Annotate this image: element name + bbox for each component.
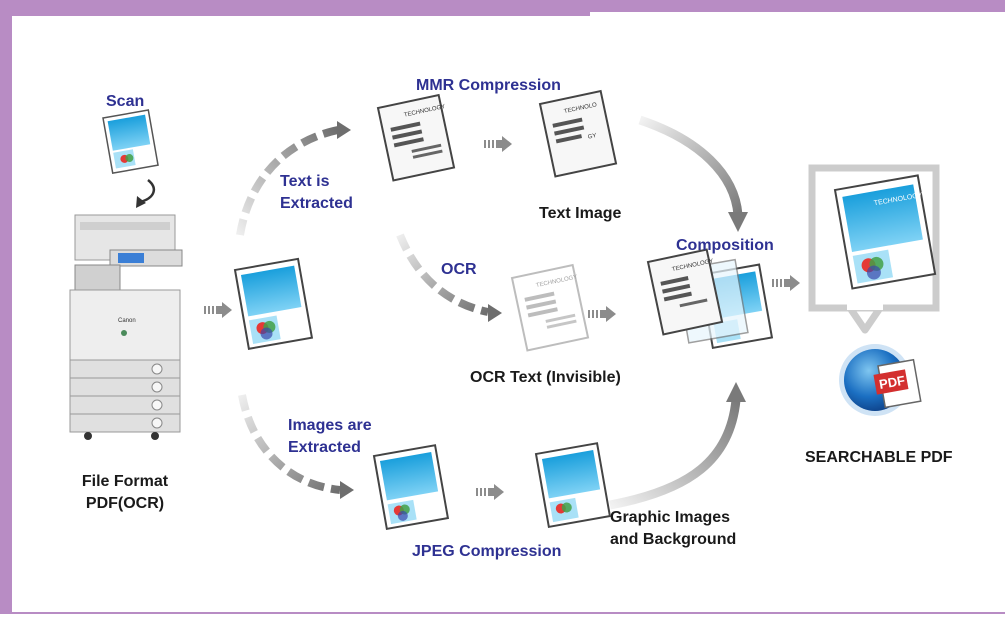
label-jpeg-compression: JPEG Compression: [412, 543, 562, 560]
label-images-extracted-1: Images are: [288, 417, 372, 434]
label-composition: Composition: [676, 237, 774, 254]
bar-arrow-printer: [204, 302, 232, 318]
label-graphic-images-1: Graphic Images: [610, 509, 731, 526]
graphic-document-icon: [534, 442, 612, 529]
label-ocr-text-invisible: OCR Text (Invisible): [470, 369, 621, 386]
dashed-arrow-to-ocr-head: [488, 304, 502, 322]
arc-arrow-graphic-head: [726, 382, 746, 402]
mmr-document-icon: TECHNOLOGY: [376, 93, 456, 182]
text-image-document-icon: TECHNOLO GY: [538, 89, 618, 178]
scan-document-icon: [102, 109, 159, 175]
dashed-arrow-to-jpeg-head: [340, 481, 354, 499]
bottom-border: [0, 612, 1005, 627]
label-file-format-2: PDF(OCR): [85, 495, 165, 512]
bar-arrow-mmr: [484, 136, 512, 152]
label-text-extracted-2: Extracted: [280, 195, 353, 212]
multifunction-printer: Canon: [69, 214, 183, 440]
arc-arrow-graphic-to-composition: [609, 399, 741, 510]
top-tab-border: [0, 0, 590, 16]
scan-down-arrow-head: [136, 196, 146, 208]
label-mmr-compression: MMR Compression: [416, 77, 561, 94]
jpeg-document-icon: [372, 444, 450, 531]
bar-arrow-jpeg: [476, 484, 504, 500]
label-text-image: Text Image: [539, 205, 622, 222]
pdf-badge-text: PDF: [878, 373, 906, 392]
label-images-extracted-2: Extracted: [288, 439, 361, 456]
label-ocr: OCR: [441, 261, 477, 278]
label-searchable-pdf: SEARCHABLE PDF: [805, 449, 953, 466]
printer-brand: Canon: [118, 318, 136, 324]
arc-arrow-text-to-composition: [638, 115, 743, 216]
dashed-arrow-to-mmr: [236, 126, 339, 236]
label-file-format-1: File Format: [81, 473, 169, 490]
arc-arrow-text-head: [728, 212, 748, 232]
bar-arrow-output: [772, 275, 800, 291]
dashed-arrow-to-mmr-head: [337, 121, 351, 139]
source-document-icon: [233, 257, 314, 350]
ocr-document-icon: TECHNOLOGY: [510, 263, 590, 352]
dashed-arrow-to-jpeg: [238, 394, 341, 494]
pdf-globe-icon: PDF: [839, 344, 922, 416]
bar-arrow-ocr: [588, 306, 616, 322]
text-image-doc-gy: GY: [587, 133, 597, 141]
left-border: [0, 0, 12, 625]
label-scan: Scan: [106, 93, 145, 110]
searchable-pdf-document-icon: TECHNOLOGY: [833, 174, 937, 290]
scan-down-arrow: [139, 179, 156, 204]
composition-stack-icon: TECHNOLOGY: [646, 248, 774, 350]
label-text-extracted-1: Text is: [280, 173, 330, 190]
label-graphic-images-2: and Background: [610, 531, 737, 548]
